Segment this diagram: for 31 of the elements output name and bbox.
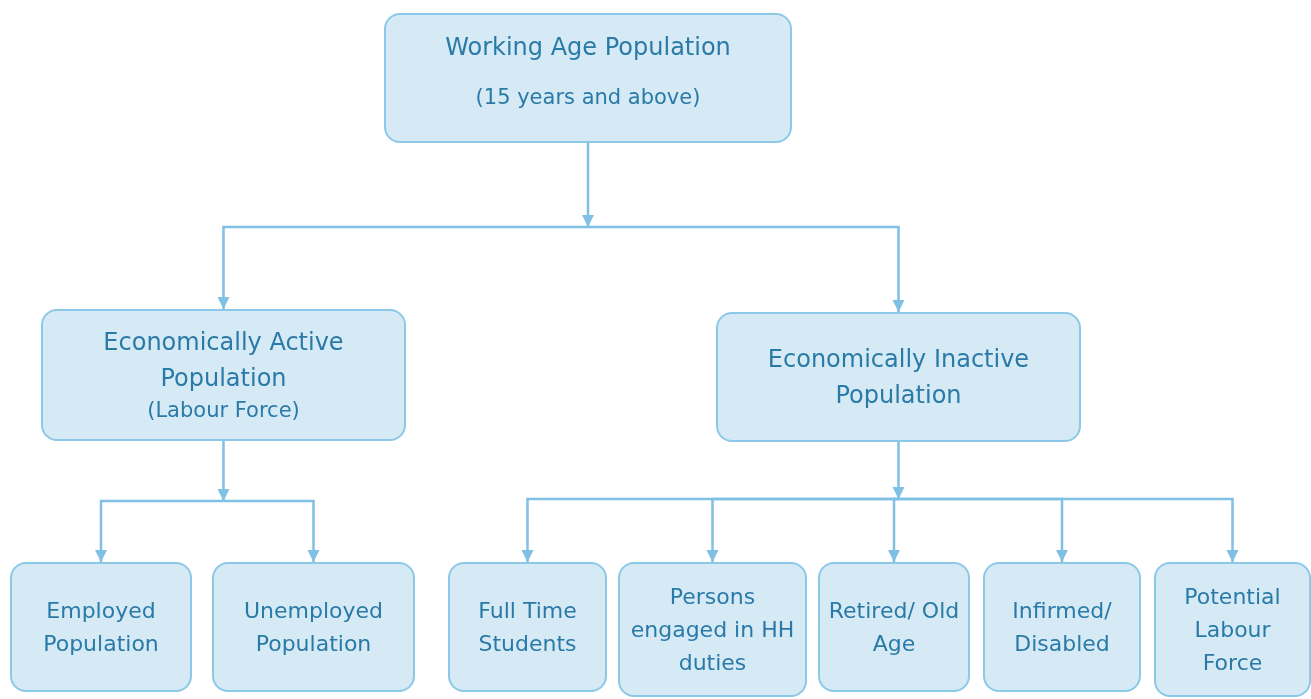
box-title: Employed Population <box>42 597 160 658</box>
category-box <box>384 13 792 143</box>
box-title: Economically Active Population <box>102 327 345 395</box>
box-title: Potential Labour Force <box>1183 583 1282 677</box>
box-title: Retired/ Old Age <box>828 597 960 658</box>
connector-trunk <box>582 143 594 227</box>
box-title: Economically Inactive Population <box>766 344 1031 411</box>
connector-trunk <box>892 442 905 499</box>
connector-trunk <box>217 441 230 501</box>
box-subtitle: (15 years and above) <box>475 84 701 111</box>
arrow <box>898 497 1239 562</box>
category-box <box>983 562 1141 692</box>
box-title: Persons engaged in HH duties <box>629 583 796 677</box>
category-box <box>448 562 607 692</box>
box-subtitle: (Labour Force) <box>147 397 300 425</box>
box-title: Full Time Students <box>477 597 578 658</box>
category-box <box>818 562 970 692</box>
category-box <box>41 309 406 441</box>
box-title: Unemployed Population <box>242 597 385 658</box>
arrow <box>588 225 905 312</box>
arrow <box>888 497 900 562</box>
box-title: Working Age Population <box>445 32 731 63</box>
box-title: Infirmed/ Disabled <box>1011 597 1113 658</box>
category-box <box>618 562 807 697</box>
category-box <box>1154 562 1311 697</box>
arrow <box>217 225 588 309</box>
arrow <box>95 499 224 562</box>
category-box <box>716 312 1081 442</box>
category-box <box>212 562 415 692</box>
arrow <box>223 499 320 562</box>
category-box <box>10 562 192 692</box>
